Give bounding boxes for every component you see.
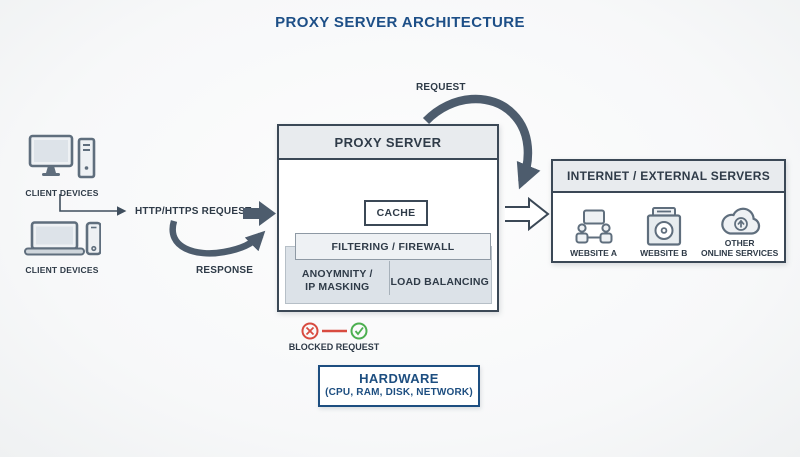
page-title: PROXY SERVER ARCHITECTURE <box>275 14 525 31</box>
hardware-box: HARDWARE (CPU, RAM, DISK, NETWORK) <box>318 365 480 407</box>
blocked-request-indicator <box>301 322 368 340</box>
client-devices-label: CLIENT DEVICES <box>25 188 99 198</box>
proxy-to-internet-arrow <box>505 196 550 232</box>
response-label: RESPONSE <box>196 265 254 276</box>
internet-servers-body: WEBSITE A WEBSITE B <box>553 193 784 259</box>
hardware-title: HARDWARE <box>359 371 439 386</box>
laptop-phone-icon <box>24 221 102 256</box>
website-users-icon <box>575 209 613 244</box>
cloud-upload-icon <box>720 207 760 235</box>
blocked-request-label: BLOCKED REQUEST <box>288 342 380 352</box>
cache-box: CACHE <box>364 200 428 226</box>
website-b-item: WEBSITE B <box>628 197 699 259</box>
client-devices-group-2: CLIENT DEVICES <box>14 221 110 275</box>
other-services-item: OTHER ONLINE SERVICES <box>699 197 780 259</box>
proxy-server-title: PROXY SERVER <box>279 126 497 160</box>
panel-divider <box>388 261 390 295</box>
desktop-computer-icon <box>28 134 96 179</box>
response-arrow <box>169 220 266 257</box>
website-a-item: WEBSITE A <box>559 197 628 259</box>
anonymity-cell: ANOYMNITY / IP MASKING <box>301 267 373 293</box>
hardware-subtitle: (CPU, RAM, DISK, NETWORK) <box>325 387 473 398</box>
client-devices-label: CLIENT DEVICES <box>25 265 99 275</box>
website-storage-icon <box>646 207 681 246</box>
blocked-x-icon <box>301 322 319 340</box>
client-devices-group-1: CLIENT DEVICES <box>14 134 110 198</box>
request-label: REQUEST <box>416 82 466 93</box>
http-request-label: HTTP/HTTPS REQUEST <box>135 206 252 217</box>
allowed-check-icon <box>350 322 368 340</box>
internet-servers-box: INTERNET / EXTERNAL SERVERS WEBSITE A <box>551 159 786 263</box>
filtering-firewall-bar: FILTERING / FIREWALL <box>295 233 491 260</box>
proxy-server-box: PROXY SERVER CACHE ANOYMNITY / IP MASKIN… <box>277 124 499 312</box>
load-balancing-cell: LOAD BALANCING <box>390 275 489 288</box>
internet-servers-title: INTERNET / EXTERNAL SERVERS <box>553 161 784 193</box>
